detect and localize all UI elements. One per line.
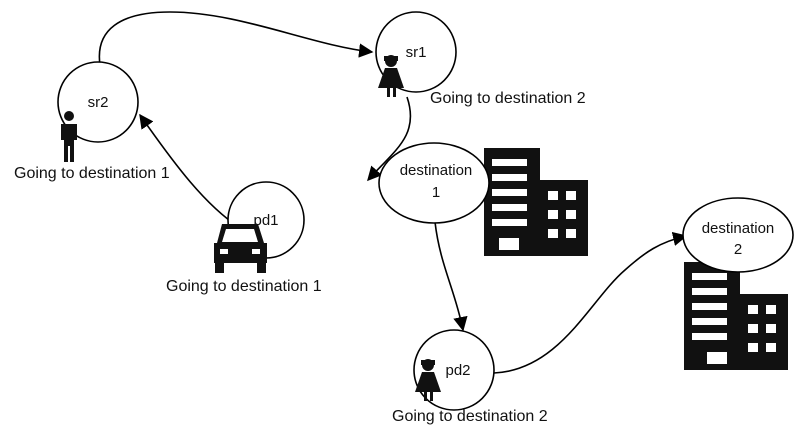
node-label: pd1: [253, 212, 278, 229]
edge-destination1-to-pd2: [434, 221, 468, 332]
woman-icon: [378, 55, 404, 97]
node-ellipse: [682, 197, 794, 273]
node-label-line2: 2: [734, 241, 742, 258]
node-label: sr1: [406, 44, 427, 61]
edge-pd2-to-destination2: [493, 231, 688, 374]
node-caption: Going to destination 1: [14, 165, 170, 182]
node-caption: Going to destination 2: [430, 90, 586, 107]
node-ellipse: [378, 142, 490, 224]
node-label: sr2: [88, 94, 109, 111]
node-pd1: pd1 Going to destination 1: [166, 181, 322, 295]
node-pd2: pd2 Going to destination 2: [392, 329, 548, 425]
woman-icon: [415, 359, 441, 401]
person-icon: [61, 111, 77, 162]
node-destination1: destination 1: [378, 142, 490, 224]
edge-sr1-to-destination1: [367, 96, 412, 182]
node-circle: [57, 61, 139, 143]
building-icon: [684, 262, 788, 370]
node-label: pd2: [445, 362, 470, 379]
node-label-line2: 1: [432, 184, 440, 201]
building-icon: [484, 148, 588, 256]
node-caption: Going to destination 2: [392, 408, 548, 425]
edge-sr2-to-sr1: [98, 11, 374, 66]
node-destination2: destination 2: [682, 197, 794, 273]
node-sr1: sr1 Going to destination 2: [375, 11, 586, 107]
node-caption: Going to destination 1: [166, 278, 322, 295]
node-label-line1: destination: [702, 220, 775, 237]
node-sr2: sr2 Going to destination 1: [14, 61, 170, 182]
car-icon: [214, 224, 267, 273]
node-label-line1: destination: [400, 162, 473, 179]
